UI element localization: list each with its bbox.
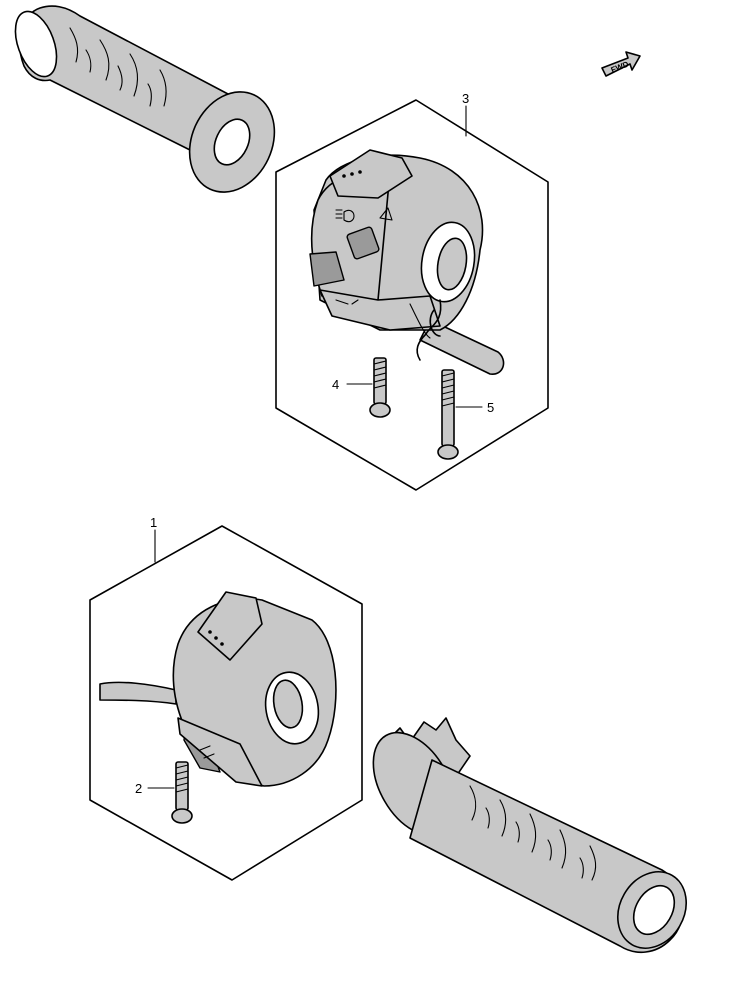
callout-5: 5	[487, 400, 494, 415]
callout-3: 3	[462, 91, 469, 106]
screw-2	[147, 761, 193, 824]
throttle-grip	[372, 717, 687, 953]
left-handlebar-switch	[99, 591, 337, 787]
left-handlebar-grip	[14, 5, 276, 193]
hexagon-outline-top	[275, 99, 549, 491]
hexagon-outline-bottom	[89, 525, 363, 881]
callout-1: 1	[150, 515, 157, 530]
callout-2: 2	[135, 781, 142, 796]
fwd-label: FWD	[610, 59, 630, 74]
callout-4: 4	[332, 377, 339, 392]
right-handlebar-switch	[309, 149, 505, 375]
screw-5	[437, 369, 483, 460]
screw-4	[346, 357, 391, 418]
fwd-arrow-icon: FWD	[601, 51, 641, 77]
